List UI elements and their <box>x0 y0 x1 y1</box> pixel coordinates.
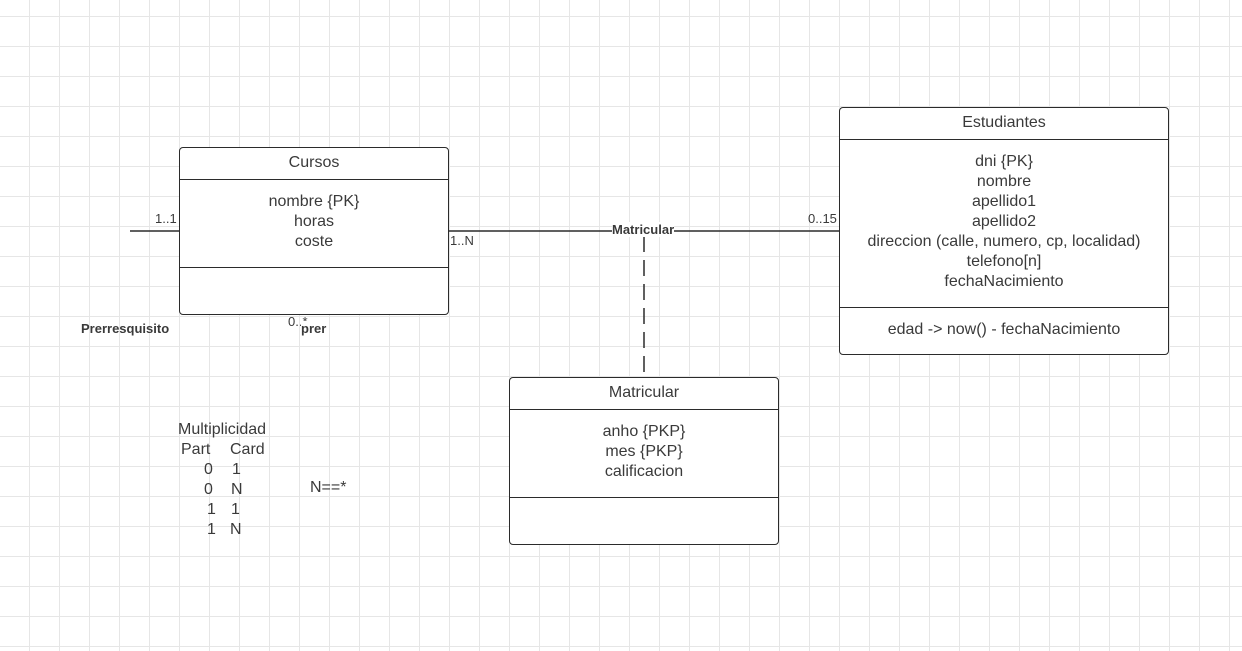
multiplicity-note-col-part: Part <box>181 441 211 458</box>
class-estudiantes[interactable]: Estudiantes dni {PK} nombre apellido1 ap… <box>839 107 1169 355</box>
attribute: anho {PKP} <box>602 423 686 440</box>
attribute: coste <box>294 233 334 250</box>
attribute: dni {PK} <box>975 153 1033 170</box>
attribute: nombre <box>976 173 1032 190</box>
multiplicity-note-card: N <box>231 481 243 498</box>
attribute: calificacion <box>604 463 684 480</box>
multiplicity-note-part: 0 <box>204 481 213 498</box>
attribute: mes {PKP} <box>605 443 683 460</box>
multiplicity-note-part: 1 <box>207 501 216 518</box>
class-estudiantes-operations: edad -> now() - fechaNacimiento <box>840 308 1168 340</box>
multiplicity-note-card: N <box>230 521 242 538</box>
attribute: apellido2 <box>971 213 1037 230</box>
class-matricular-name: Matricular <box>510 378 778 410</box>
estudiantes-multiplicity-label: 0..15 <box>808 211 837 226</box>
multiplicity-note-part: 0 <box>204 461 213 478</box>
class-matricular[interactable]: Matricular anho {PKP} mes {PKP} califica… <box>509 377 779 545</box>
multiplicity-note-col-card: Card <box>230 441 265 458</box>
prerresquisito-top-multiplicity: 1..1 <box>155 211 177 226</box>
prerresquisito-role-label: prer <box>301 321 327 336</box>
class-matricular-operations <box>510 498 778 510</box>
prerresquisito-association-label[interactable]: Prerresquisito <box>81 321 170 336</box>
matricular-association-label[interactable]: Matricular <box>612 222 675 237</box>
cursos-multiplicity-label: 1..N <box>450 233 474 248</box>
multiplicity-note-title: Multiplicidad <box>178 421 267 438</box>
class-cursos-operations <box>180 268 448 280</box>
multiplicity-note-part: 1 <box>207 521 216 538</box>
multiplicity-equivalence: N==* <box>310 479 347 496</box>
class-cursos-attributes: nombre {PK} horas coste <box>180 180 448 268</box>
class-cursos[interactable]: Cursos nombre {PK} horas coste <box>179 147 449 315</box>
class-cursos-name: Cursos <box>180 148 448 180</box>
class-estudiantes-attributes: dni {PK} nombre apellido1 apellido2 dire… <box>840 140 1168 308</box>
class-estudiantes-name: Estudiantes <box>840 108 1168 140</box>
attribute: telefono[n] <box>966 253 1042 270</box>
attribute: nombre {PK} <box>268 193 360 210</box>
multiplicity-note-card: 1 <box>232 461 241 478</box>
attribute: direccion (calle, numero, cp, localidad) <box>867 233 1141 250</box>
operation: edad -> now() - fechaNacimiento <box>887 321 1121 338</box>
class-matricular-attributes: anho {PKP} mes {PKP} calificacion <box>510 410 778 498</box>
attribute: apellido1 <box>971 193 1037 210</box>
multiplicity-note-card: 1 <box>231 501 240 518</box>
attribute: horas <box>293 213 335 230</box>
attribute: fechaNacimiento <box>944 273 1064 290</box>
